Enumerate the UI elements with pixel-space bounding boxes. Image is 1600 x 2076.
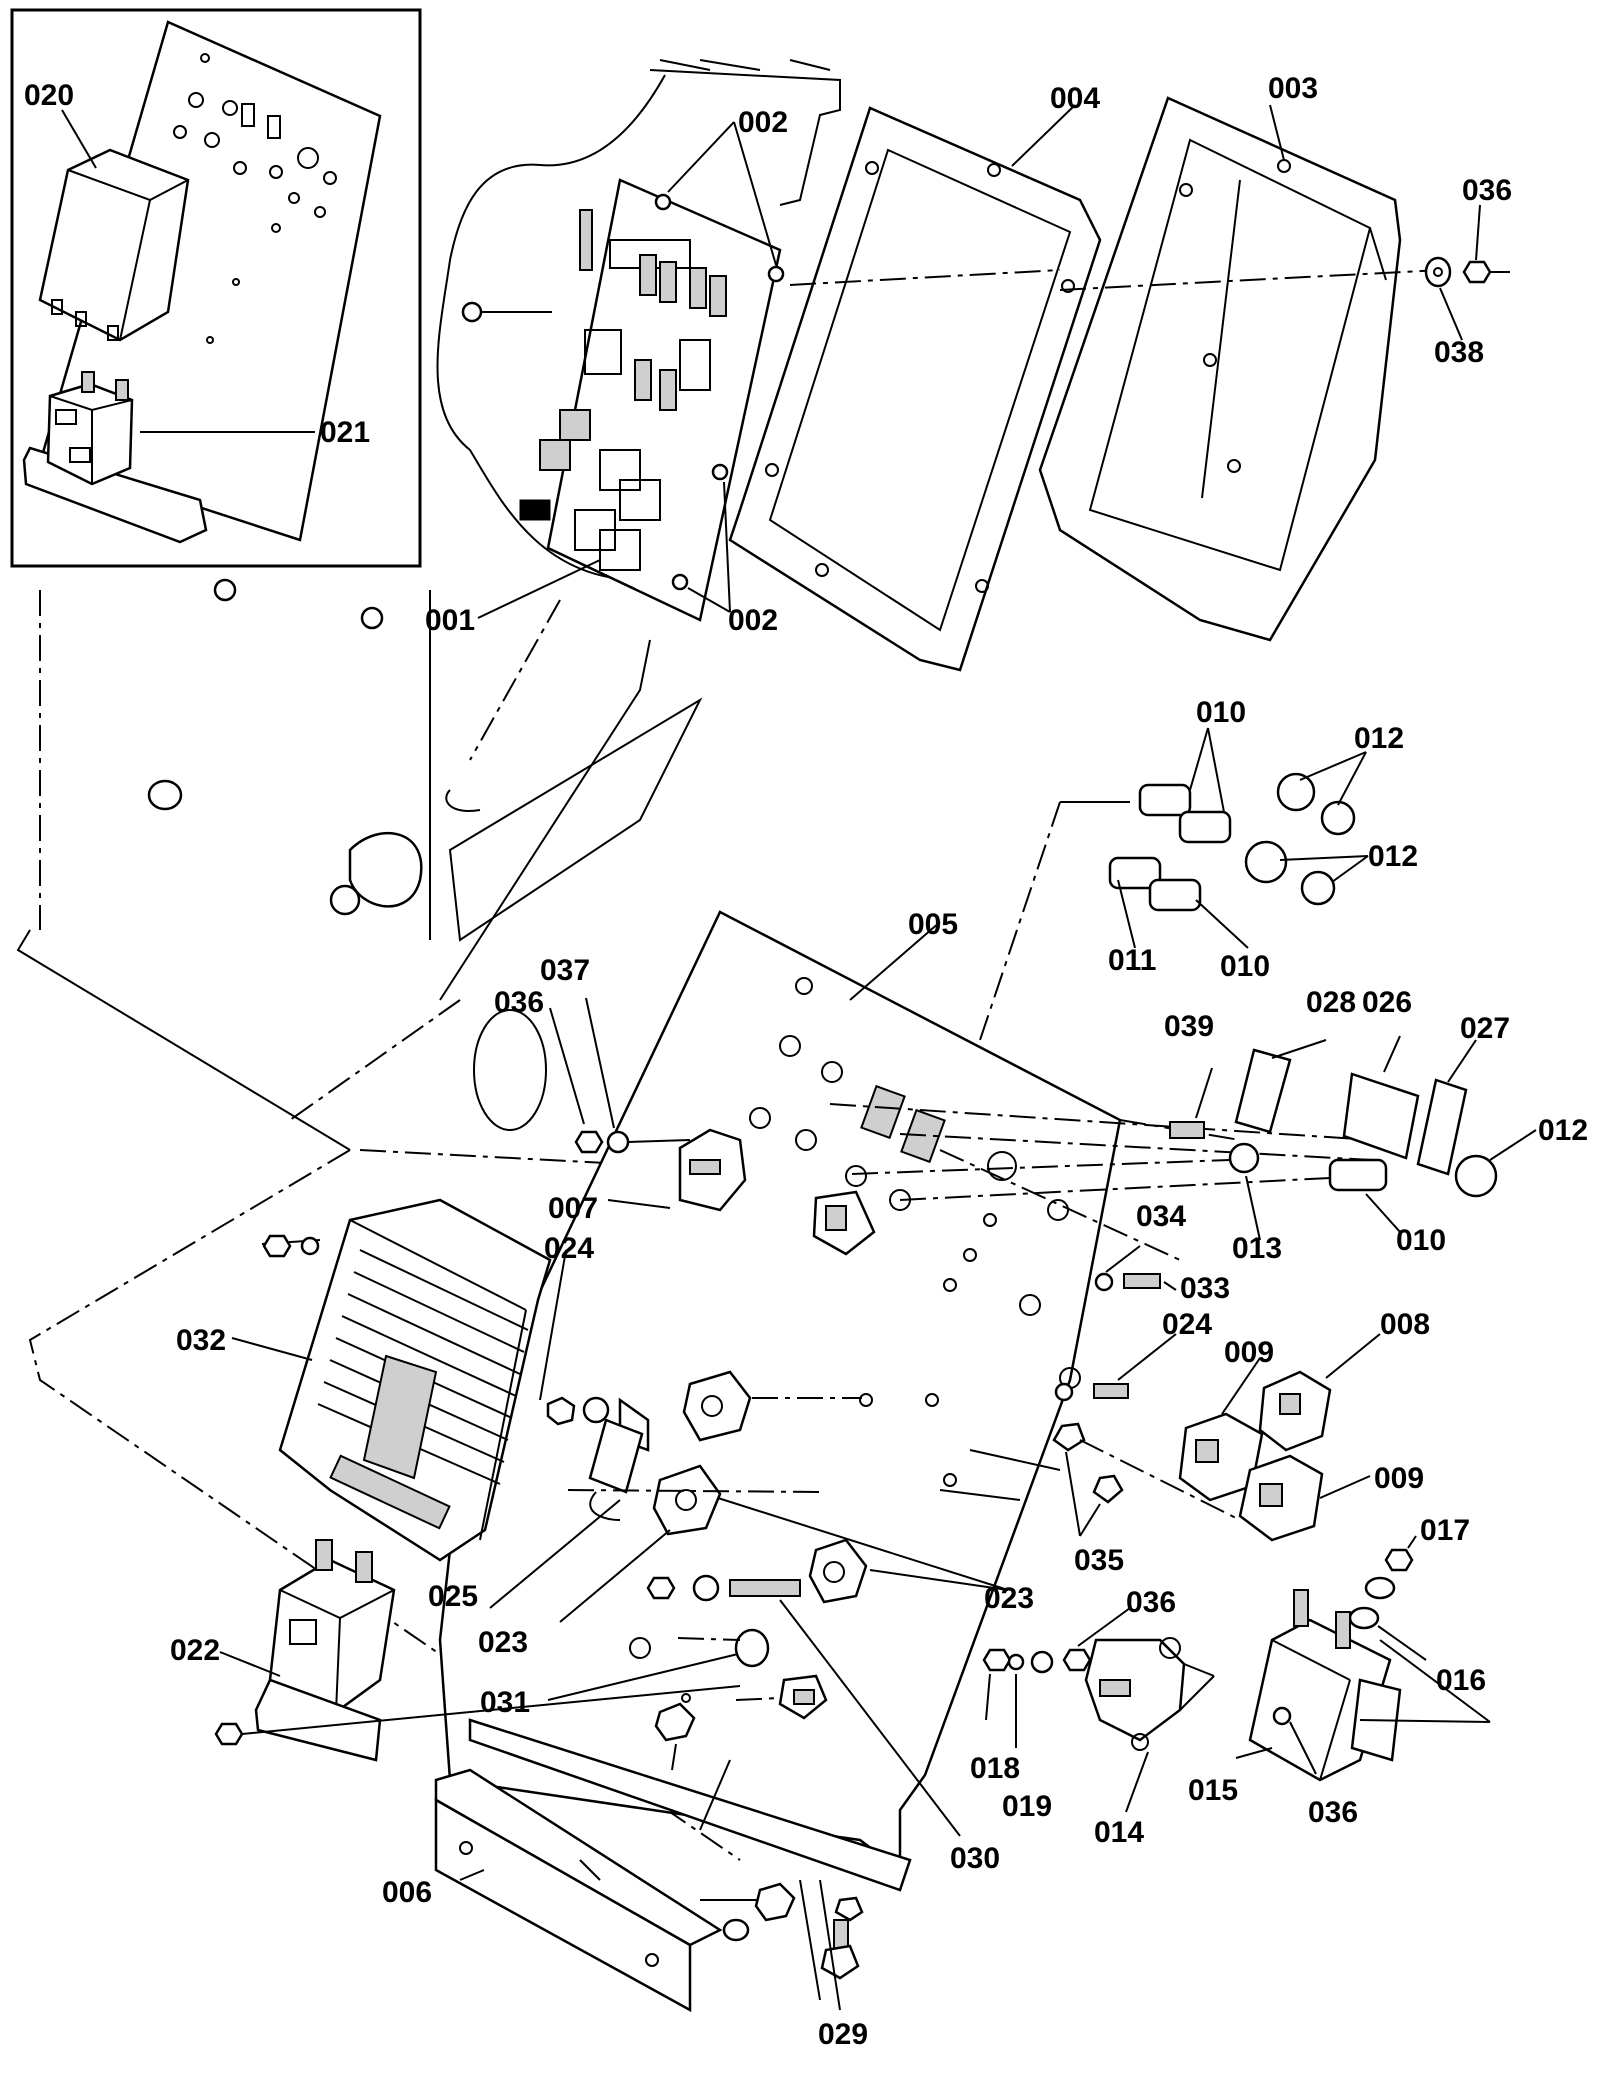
callout-036-low: 036 xyxy=(1126,1586,1176,1619)
part-007 xyxy=(549,997,876,1256)
callout-037: 037 xyxy=(540,954,590,987)
callout-006: 006 xyxy=(382,1876,432,1909)
lamp-cluster-top xyxy=(979,727,1369,1041)
callout-012-c: 012 xyxy=(1538,1114,1588,1147)
callout-024-a: 024 xyxy=(544,1232,594,1265)
screws-033-034-024 xyxy=(939,1245,1241,1537)
relay-014 xyxy=(982,1607,1215,1813)
callout-011: 011 xyxy=(1108,944,1156,977)
callout-002-bottom: 002 xyxy=(728,604,778,637)
callout-023-a: 023 xyxy=(478,1626,528,1659)
callout-007: 007 xyxy=(548,1192,598,1225)
callout-017: 017 xyxy=(1420,1514,1470,1547)
switch-group xyxy=(829,1035,1477,1176)
callout-010-b: 010 xyxy=(1220,950,1270,983)
callout-039: 039 xyxy=(1164,1010,1214,1043)
callout-036-top: 036 xyxy=(1462,174,1512,207)
bolt-030-031 xyxy=(547,1574,961,1837)
gasket-frame-004 xyxy=(728,104,1102,672)
callout-001: 001 xyxy=(425,604,475,637)
callout-008: 008 xyxy=(1380,1308,1430,1341)
callout-034: 034 xyxy=(1136,1200,1186,1233)
callout-024-b: 024 xyxy=(1162,1308,1212,1341)
callout-009-a: 009 xyxy=(1224,1336,1274,1369)
left-stack-parts xyxy=(489,1249,1009,1623)
contactor-022 xyxy=(214,1539,741,1762)
callout-022: 022 xyxy=(170,1634,220,1667)
callout-009-b: 009 xyxy=(1374,1462,1424,1495)
callout-010-c: 010 xyxy=(1396,1224,1446,1257)
callout-010-a: 010 xyxy=(1196,696,1246,729)
callout-028: 028 xyxy=(1306,986,1356,1019)
callout-031: 031 xyxy=(480,1686,530,1719)
callout-029: 029 xyxy=(818,2018,868,2051)
solenoid-015 xyxy=(1235,1535,1491,1782)
callout-013: 013 xyxy=(1232,1232,1282,1265)
controller-032 xyxy=(231,1198,552,1562)
callout-019: 019 xyxy=(1002,1790,1052,1823)
indicator-group-mid xyxy=(851,1129,1537,1241)
callout-012-b: 012 xyxy=(1368,840,1418,873)
inset-detail xyxy=(10,8,422,568)
callout-005: 005 xyxy=(908,908,958,941)
callout-036-mid: 036 xyxy=(494,986,544,1019)
callout-015: 015 xyxy=(1188,1774,1238,1807)
limit-switches-008-009 xyxy=(1178,1333,1381,1542)
callout-023-b: 023 xyxy=(984,1582,1034,1615)
callout-036-bottom: 036 xyxy=(1308,1796,1358,1829)
callout-014: 014 xyxy=(1094,1816,1144,1849)
enclosure-outline xyxy=(16,578,741,1861)
callout-038: 038 xyxy=(1434,336,1484,369)
callout-003: 003 xyxy=(1268,72,1318,105)
hinge-006 xyxy=(434,1702,864,2013)
callout-020: 020 xyxy=(24,79,74,112)
callout-027: 027 xyxy=(1460,1012,1510,1045)
panel-005 xyxy=(438,910,1241,1892)
callout-021: 021 xyxy=(320,416,370,449)
callout-032: 032 xyxy=(176,1324,226,1357)
callout-033: 033 xyxy=(1180,1272,1230,1305)
callout-035: 035 xyxy=(1074,1544,1124,1577)
callout-030: 030 xyxy=(950,1842,1000,1875)
callout-018: 018 xyxy=(970,1752,1020,1785)
callout-025: 025 xyxy=(428,1580,478,1613)
nut-washer-036-038 xyxy=(1424,204,1510,341)
callout-labels: 020 021 001 002 002 003 004 036 038 010 … xyxy=(24,72,1588,2051)
callout-026: 026 xyxy=(1362,986,1412,1019)
circuit-board-001 xyxy=(436,59,841,812)
housing-frame-003 xyxy=(789,96,1441,642)
callout-012-a: 012 xyxy=(1354,722,1404,755)
callout-016: 016 xyxy=(1436,1664,1486,1697)
callout-004: 004 xyxy=(1050,82,1100,115)
callout-002-top: 002 xyxy=(738,106,788,139)
